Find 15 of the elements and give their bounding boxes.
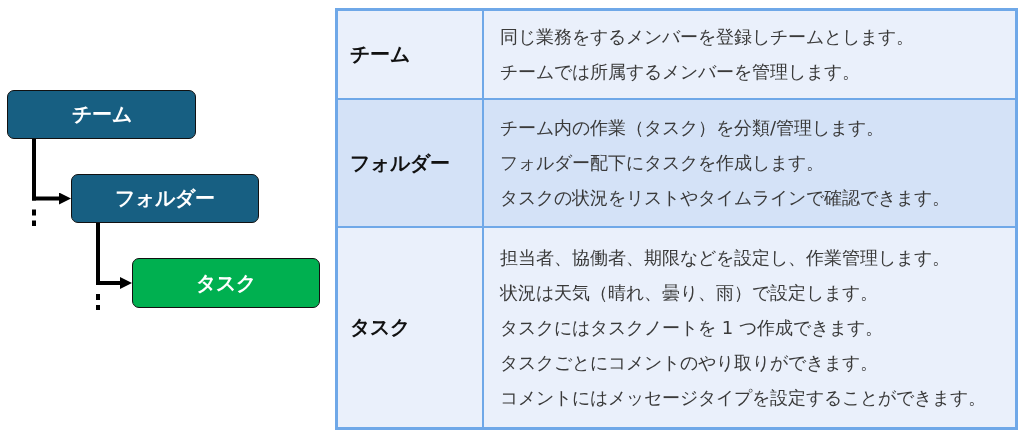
description-text: チームでは所属するメンバーを管理します。: [500, 61, 860, 83]
hierarchy-box: タスク: [132, 258, 320, 308]
description-text: フォルダー配下にタスクを作成します。: [500, 152, 824, 174]
description-text: タスクにはタスクノートを 1 つ作成できます。: [500, 316, 883, 339]
description-text: タスクごとにコメントのやり取りができます。: [500, 351, 878, 374]
description-text: コメントにはメッセージタイプを設定することができます。: [500, 386, 986, 409]
description-text: 同じ業務をするメンバーを登録しチームとします。: [500, 26, 914, 48]
description-text: チーム内の作業（タスク）を分類/管理します。: [500, 117, 885, 139]
header-cell: フォルダー: [338, 98, 484, 226]
description-text: タスクの状況をリストやタイムラインで確認できます。: [500, 187, 950, 209]
description-text: 担当者、協働者、期限などを設定し、作業管理します。: [500, 246, 950, 269]
header-cell: タスク: [338, 226, 484, 427]
hierarchy-box: フォルダー: [71, 174, 259, 223]
hierarchy-box: チーム: [7, 90, 196, 139]
description-text: 状況は天気（晴れ、曇り、雨）で設定します。: [500, 281, 878, 304]
